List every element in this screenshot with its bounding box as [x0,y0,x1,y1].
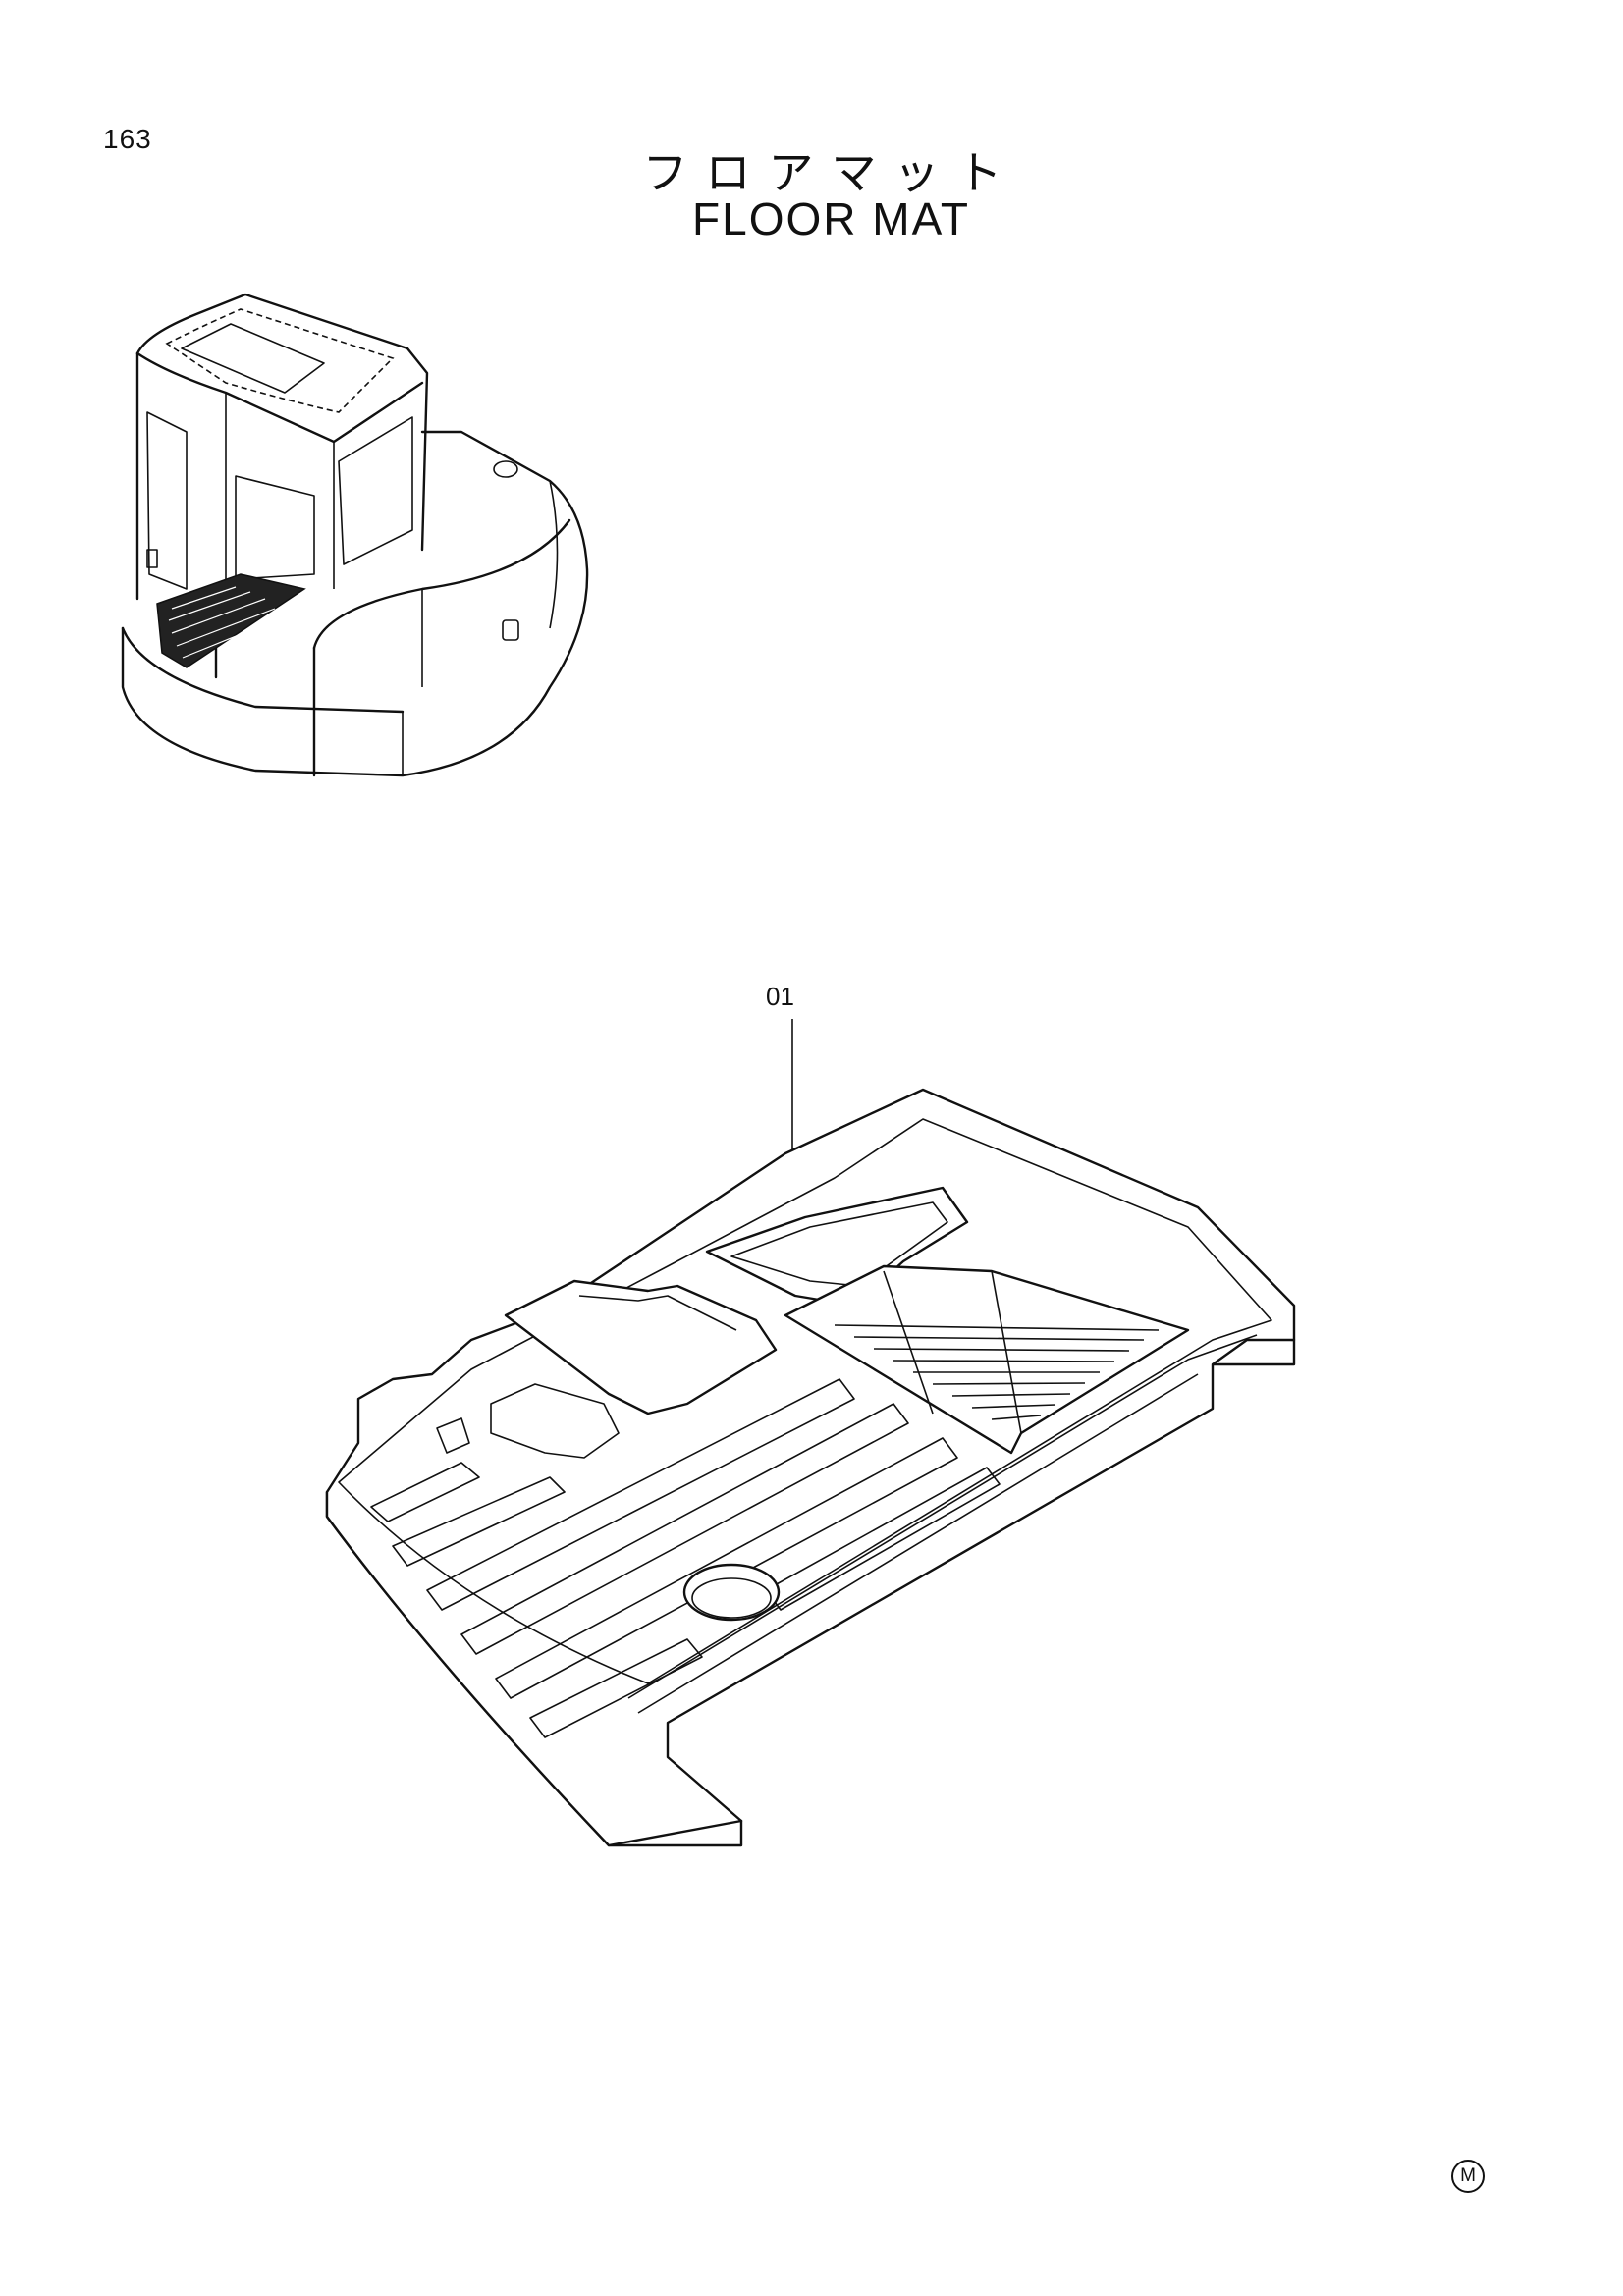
trademark-circle-m: M [1451,2160,1485,2193]
page-title-english: FLOOR MAT [692,193,970,244]
page-number: 163 [103,124,152,154]
page-title-japanese: フロアマット [642,146,1020,199]
part-label-01: 01 [766,982,794,1011]
